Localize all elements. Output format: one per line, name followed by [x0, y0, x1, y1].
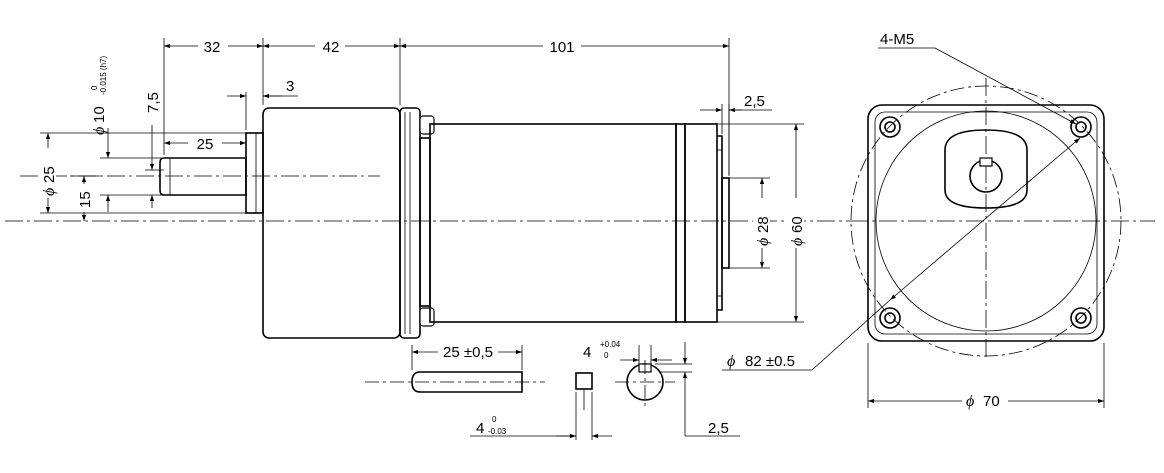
dia-70-symbol: ϕ [966, 393, 974, 410]
dim-2-5-bottom-label: 2,5 [708, 420, 729, 437]
dim-101-label: 101 [549, 39, 574, 56]
dim-15-label: 15 [77, 191, 94, 208]
dimension-7-5 [145, 125, 164, 208]
dia-10-tol-upper: 0 [90, 85, 99, 90]
motor-body [429, 123, 677, 323]
key-w-tol-upper: +0.04 [600, 340, 621, 349]
thread-label: 4-M5 [880, 31, 914, 48]
dia-82-symbol: ϕ [727, 353, 735, 370]
dim-42-label: 42 [323, 39, 340, 56]
dimension-2-5-top [700, 104, 772, 176]
screw-head-top [419, 115, 435, 135]
dim-2-5-top-label: 2,5 [744, 93, 765, 110]
key-w-label: 4 [583, 344, 591, 361]
dia-60-label: 60 [789, 216, 806, 233]
motor-collar [419, 137, 431, 307]
gearbox-body [262, 107, 401, 339]
front-view [722, 47, 1155, 408]
dia-25-label: 25 [41, 166, 58, 183]
dia-70-label: 70 [983, 393, 1000, 410]
dia-82-label: 82 ±0.5 [745, 353, 795, 370]
dimension-3 [227, 92, 298, 130]
dia-10-label: 10 [91, 106, 108, 123]
dim-25-label: 25 [197, 136, 214, 153]
dimension-dia-60 [685, 123, 804, 323]
key-detail-shaft [365, 344, 545, 393]
dimension-25-shaft [164, 135, 246, 149]
shaft-len-label: 25 ±0,5 [443, 344, 493, 361]
dimension-dia-25 [40, 132, 246, 214]
dia-25-symbol: ϕ [41, 188, 58, 196]
dimension-top-chain [163, 37, 730, 175]
key-bottom-tol-upper: 0 [492, 415, 497, 424]
gearbox-boss [245, 132, 264, 214]
motor-endcap [684, 123, 718, 323]
rear-boss [721, 177, 730, 269]
motor-band [675, 123, 686, 323]
output-shaft [159, 157, 247, 196]
key-square [470, 372, 612, 440]
shaft-cross-section [615, 342, 740, 437]
dimension-15 [70, 175, 100, 221]
key-bottom-tol-lower: -0.03 [488, 427, 507, 436]
dim-32-label: 32 [204, 39, 221, 56]
dia-28-label: 28 [755, 216, 772, 233]
dia-10-tol-lower: -0.015 (h7) [99, 56, 108, 95]
dim-7-5-label: 7,5 [145, 92, 162, 113]
dia-10-symbol: ϕ [91, 127, 108, 135]
key-w-tol-lower: 0 [604, 351, 609, 360]
dimension-dia-28 [729, 177, 770, 269]
screw-head-bottom [419, 307, 435, 327]
key-bottom-label: 4 [476, 420, 484, 437]
dim-3-label: 3 [286, 78, 294, 95]
dia-28-symbol: ϕ [755, 238, 772, 246]
dia-60-symbol: ϕ [789, 238, 806, 246]
